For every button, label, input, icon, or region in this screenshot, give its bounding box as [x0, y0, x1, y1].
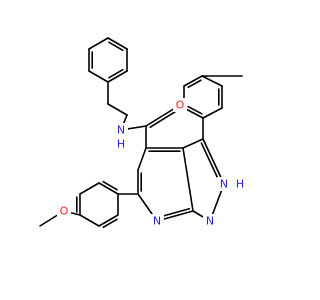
- pyrazole-nitrogen-n1-label: N: [203, 214, 217, 228]
- pyridine-nitrogen-label: N: [150, 214, 164, 228]
- double-bond-t1-t2: [187, 105, 203, 115]
- svg-text:O: O: [60, 205, 69, 218]
- double-bond-c7a-n7: [158, 207, 191, 218]
- pyrazole-nh-hydrogen-label: H: [233, 177, 247, 191]
- bond-a5-a6: [98, 214, 119, 227]
- double-bond-a5-a6: [102, 218, 118, 229]
- bond-t3-t4: [183, 75, 203, 87]
- pyrazole-nh-nitrogen-label: N: [217, 177, 231, 191]
- double-bond-C_am-O_c: [149, 108, 180, 128]
- double-bond-phA-phB: [108, 41, 124, 52]
- bond-a1-a2: [98, 182, 119, 195]
- bond-c7a-c3a: [182, 147, 194, 212]
- carbonyl-oxygen-label: O: [173, 98, 187, 112]
- svg-text:N: N: [117, 124, 125, 137]
- bond-a4-a5: [79, 214, 100, 227]
- methoxy-oxygen-label: O: [57, 204, 71, 218]
- bond-a2-a3: [79, 182, 100, 195]
- bond-phA-phB: [107, 37, 128, 50]
- bond-c3a-c3: [182, 138, 204, 149]
- bond-ch2a-ch2b: [107, 103, 128, 116]
- svg-text:N: N: [220, 178, 228, 191]
- amide-nitrogen-label: N: [114, 123, 128, 137]
- molecule-diagram: N H O O N N N H: [39, 37, 247, 229]
- double-bond-c3-n2: [200, 142, 221, 184]
- bond-phD-phE: [88, 70, 109, 83]
- bond-t6-t1: [202, 107, 223, 119]
- double-bond-a1-a2: [102, 180, 118, 191]
- bond-phC-phD: [107, 70, 128, 83]
- bond-t1-t2: [183, 107, 204, 119]
- double-bond-phC-phD: [108, 68, 124, 79]
- svg-text:O: O: [176, 99, 185, 112]
- svg-text:N: N: [206, 215, 214, 228]
- bond-layer: [39, 37, 243, 229]
- amide-hydrogen-label: H: [114, 137, 128, 151]
- double-bond-t3-t4: [187, 79, 202, 89]
- svg-text:N: N: [153, 215, 161, 228]
- bond-phF-phA: [88, 37, 109, 50]
- svg-text:H: H: [236, 178, 244, 191]
- bond-t4-t5: [201, 75, 223, 87]
- bond-c5-c4: [137, 147, 147, 171]
- bond-c3-n2: [202, 138, 225, 185]
- svg-text:H: H: [117, 138, 125, 151]
